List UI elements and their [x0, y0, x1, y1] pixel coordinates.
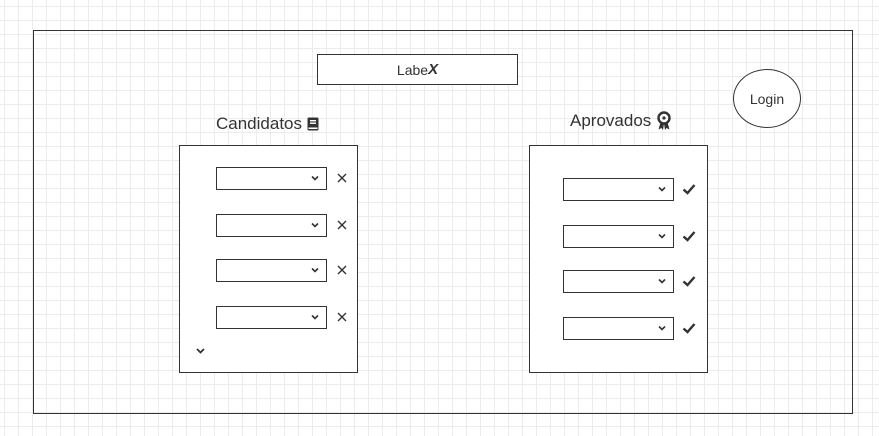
book-icon — [307, 117, 319, 131]
chevron-down-icon — [311, 175, 319, 181]
candidate-select[interactable] — [216, 167, 327, 190]
candidate-select[interactable] — [216, 214, 327, 237]
close-icon[interactable] — [335, 171, 349, 185]
chevron-down-icon[interactable] — [196, 347, 205, 355]
approved-heading: Aprovados — [570, 111, 672, 131]
check-icon[interactable] — [682, 274, 696, 288]
close-icon[interactable] — [335, 263, 349, 277]
close-icon[interactable] — [335, 310, 349, 324]
chevron-down-icon — [311, 222, 319, 228]
chevron-down-icon — [658, 233, 666, 239]
approved-heading-label: Aprovados — [570, 111, 652, 130]
check-icon[interactable] — [682, 182, 696, 196]
candidate-select[interactable] — [216, 306, 327, 329]
candidate-select[interactable] — [216, 259, 327, 282]
app-title-prefix: Labe — [396, 61, 429, 78]
candidates-heading: Candidatos — [216, 114, 319, 134]
login-button[interactable]: Login — [733, 69, 801, 128]
chevron-down-icon — [658, 186, 666, 192]
check-icon[interactable] — [682, 321, 696, 335]
close-icon[interactable] — [335, 218, 349, 232]
approved-select[interactable] — [563, 178, 674, 201]
chevron-down-icon — [658, 278, 666, 284]
award-icon — [657, 111, 671, 130]
candidates-heading-label: Candidatos — [216, 114, 303, 133]
chevron-down-icon — [311, 267, 319, 273]
check-icon[interactable] — [682, 229, 696, 243]
approved-select[interactable] — [563, 270, 674, 293]
chevron-down-icon — [311, 314, 319, 320]
app-frame — [33, 30, 853, 414]
chevron-down-icon — [658, 325, 666, 331]
app-title-suffix: X — [428, 61, 439, 78]
approved-select[interactable] — [563, 225, 674, 248]
approved-select[interactable] — [563, 317, 674, 340]
